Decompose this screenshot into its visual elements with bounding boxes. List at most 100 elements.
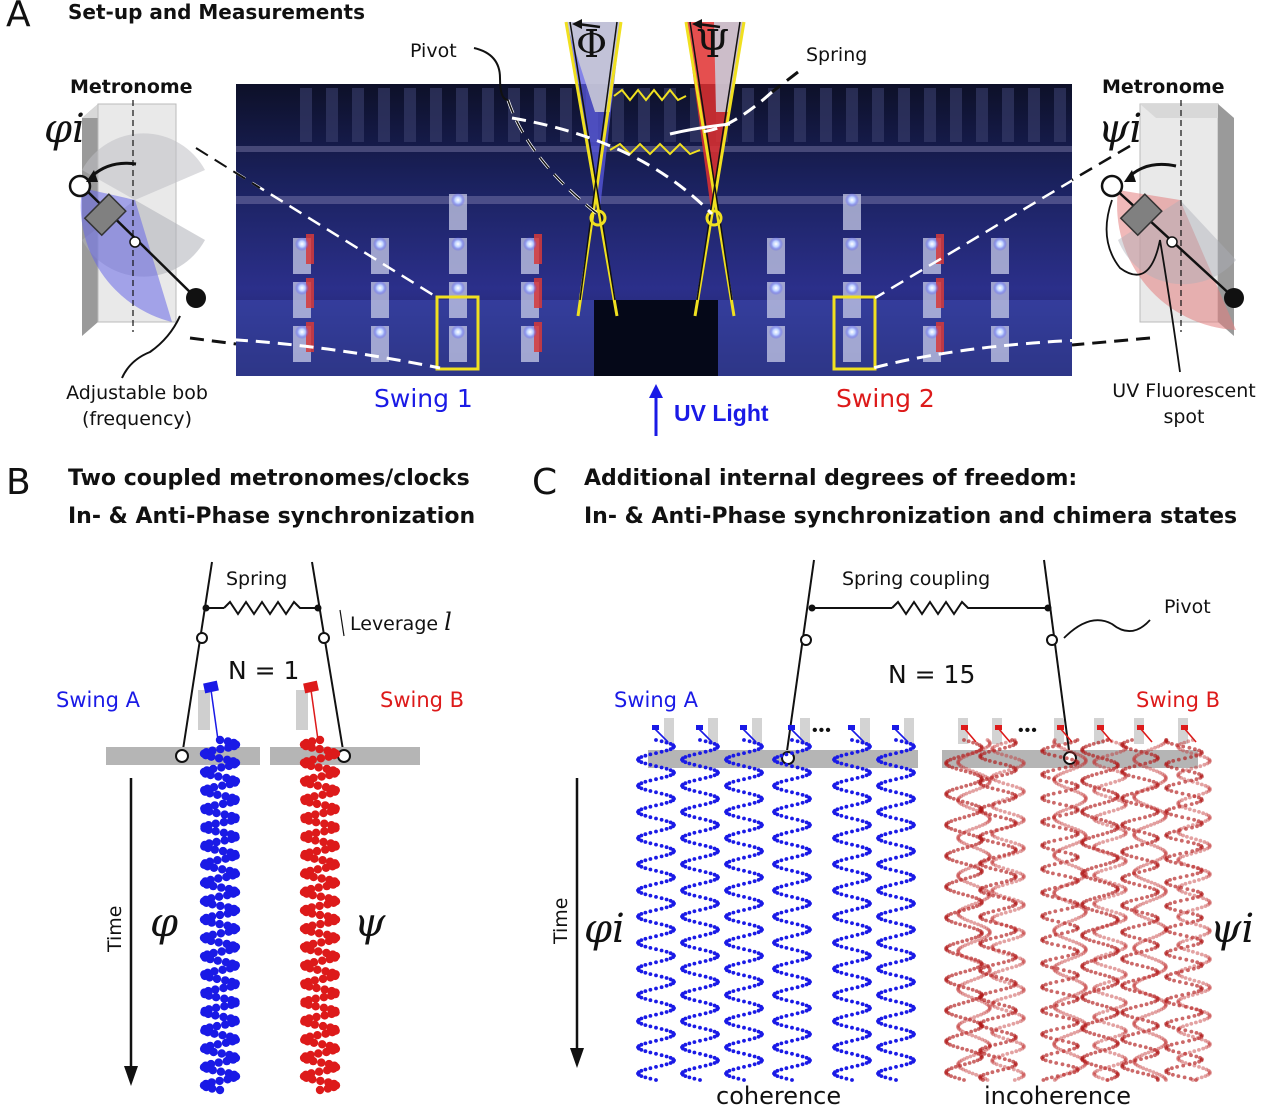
trace-point <box>1147 778 1152 783</box>
trace-point <box>668 930 673 935</box>
trace-point <box>687 866 692 871</box>
trace-point <box>855 974 860 979</box>
trace-point <box>668 1008 673 1013</box>
trace-point <box>987 743 992 748</box>
trace-point <box>1004 816 1008 821</box>
trace-point <box>855 739 860 744</box>
trace-point <box>703 1027 708 1031</box>
trace-point <box>325 789 335 798</box>
trace-point <box>1144 976 1148 980</box>
trace-point <box>855 817 860 822</box>
trace-point <box>969 957 974 962</box>
trace-point <box>960 1020 964 1025</box>
trace-point <box>977 1036 981 1041</box>
trace-point <box>1017 793 1022 797</box>
trace-point <box>966 1032 971 1037</box>
trace-point <box>1168 859 1173 864</box>
trace-point <box>883 918 888 923</box>
trace-point <box>1052 838 1057 843</box>
trace-point <box>1143 915 1147 920</box>
trace-point <box>1171 1002 1176 1007</box>
trace-point <box>1192 770 1197 775</box>
trace-point <box>1101 739 1105 744</box>
trace-point <box>795 1027 800 1031</box>
trace-point <box>979 923 984 928</box>
trace-point <box>752 766 757 771</box>
photo-bar <box>872 88 884 142</box>
trace-point <box>894 855 898 860</box>
trace-point <box>1007 1058 1012 1063</box>
trace-point <box>1103 973 1107 978</box>
trace-point <box>860 845 865 850</box>
trace-point <box>687 1067 692 1072</box>
trace-point <box>1050 918 1055 923</box>
trace-point <box>1066 1063 1071 1068</box>
trace-point <box>1093 1050 1098 1055</box>
trace-point <box>752 740 757 745</box>
trace-point <box>1131 925 1136 929</box>
trace-point <box>894 1065 898 1069</box>
trace-point <box>703 739 708 744</box>
trace-point <box>659 948 664 953</box>
trace-point <box>1065 1033 1070 1038</box>
trace-point <box>310 792 319 801</box>
photo-metronome-red <box>306 278 314 308</box>
trace-point <box>1151 1070 1156 1075</box>
trace-point <box>988 779 992 784</box>
trace-point <box>986 803 991 808</box>
trace-point <box>698 934 702 939</box>
trace-point <box>217 883 226 892</box>
trace-point <box>1173 900 1177 905</box>
trace-point <box>683 1048 688 1052</box>
trace-point <box>1144 1029 1148 1034</box>
photo-bar <box>1028 88 1040 142</box>
trace-point <box>1007 896 1012 901</box>
trace-point <box>1075 765 1079 770</box>
trace-point <box>643 1067 648 1072</box>
trace-point <box>790 790 794 795</box>
trace-point <box>1141 1071 1146 1076</box>
trace-point <box>1133 1004 1138 1009</box>
trace-point <box>779 813 784 818</box>
trace-point <box>839 753 844 758</box>
trace-point <box>883 832 888 837</box>
trace-point <box>731 761 736 766</box>
trace-point <box>962 830 967 835</box>
trace-point <box>894 1051 898 1056</box>
trace-point <box>1095 909 1099 914</box>
trace-point <box>692 893 697 898</box>
trace-point <box>860 949 865 954</box>
trace-point <box>1007 1004 1012 1009</box>
trace-point <box>1109 759 1114 763</box>
photo-bar <box>976 88 988 142</box>
trace-point <box>1012 812 1016 817</box>
trace-point <box>956 847 960 852</box>
trace-point <box>1154 934 1159 939</box>
trace-point <box>648 909 653 914</box>
trace-point <box>639 995 644 1000</box>
trace-point <box>957 838 962 843</box>
trace-point <box>990 748 995 753</box>
trace-point <box>1064 812 1069 817</box>
mini-case <box>1094 718 1104 744</box>
trace-point <box>982 1011 986 1016</box>
trace-point <box>1008 909 1013 914</box>
trace-point <box>659 1011 664 1016</box>
trace-point <box>664 740 669 745</box>
trace-point <box>996 1006 1000 1010</box>
trace-point <box>957 1076 962 1081</box>
trace-point <box>668 851 673 856</box>
trace-point <box>980 863 985 868</box>
trace-point <box>993 760 997 765</box>
trace-point <box>1062 944 1067 949</box>
trace-point <box>756 1034 761 1039</box>
trace-point <box>1108 1050 1113 1055</box>
trace-point <box>1071 1065 1076 1069</box>
trace-point <box>1174 837 1178 842</box>
trace-point <box>668 904 673 908</box>
trace-point <box>947 857 952 861</box>
trace-point <box>899 932 904 937</box>
trace-point <box>1107 799 1111 804</box>
trace-point <box>1021 762 1025 767</box>
